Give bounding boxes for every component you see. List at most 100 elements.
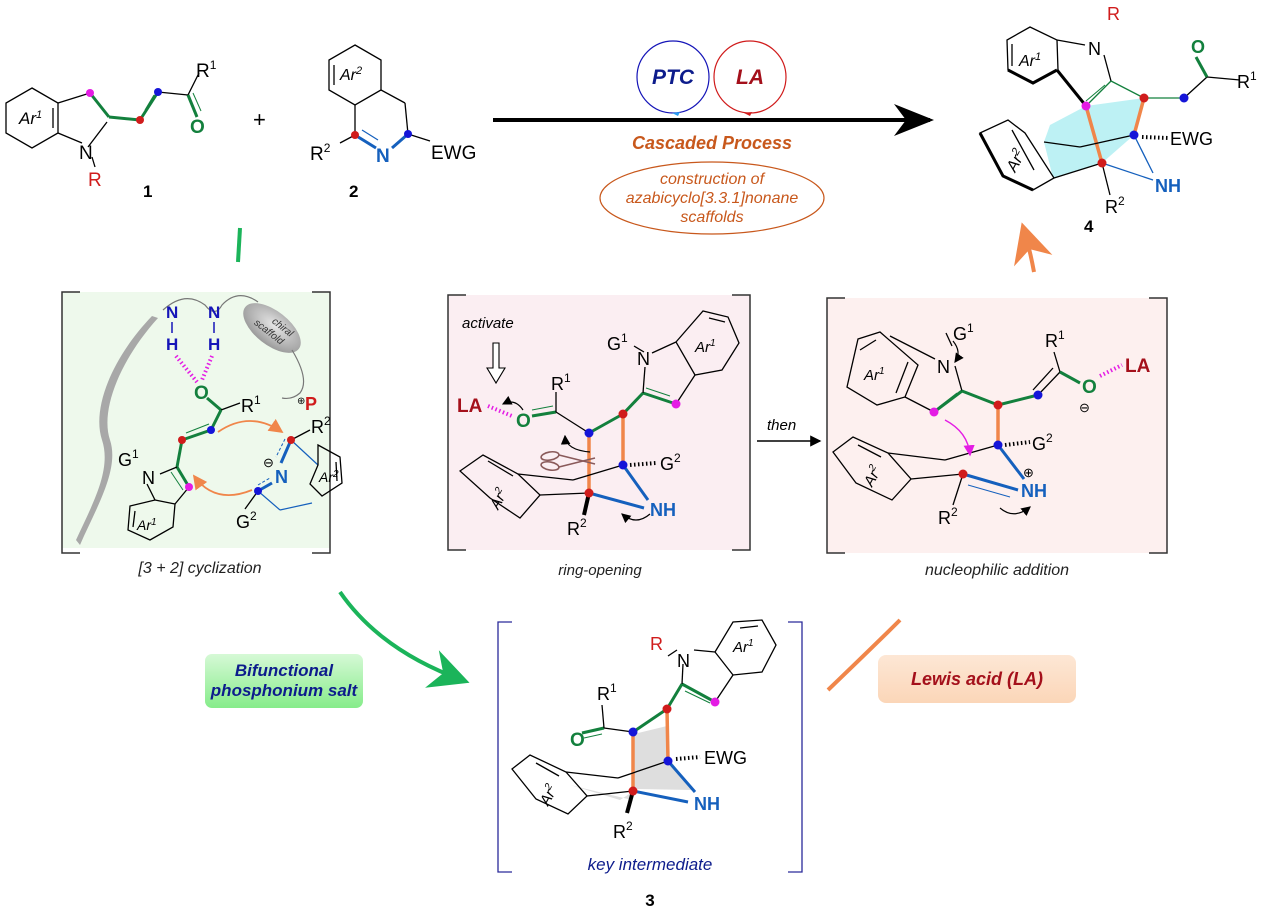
product-4-structure xyxy=(978,26,1241,196)
na-nh: NH xyxy=(1021,481,1047,501)
atom-marker-red xyxy=(178,436,186,444)
p4-r1: R1 xyxy=(1237,69,1257,92)
na-r1: R1 xyxy=(1045,328,1065,351)
na-cation-charge: ⊕ xyxy=(1023,465,1034,480)
p4-ar2-label: Ar2 xyxy=(1002,146,1030,175)
atom-marker-blue xyxy=(618,460,628,470)
ro-oxygen: O xyxy=(516,411,531,432)
curved-electron-arrow xyxy=(501,395,524,411)
atom-marker-blue xyxy=(993,440,1003,450)
compound-2-number: 2 xyxy=(349,182,358,201)
la-coordination-bond xyxy=(487,404,513,418)
cyc-imine-n: N xyxy=(275,467,288,487)
atom-marker-red xyxy=(287,436,295,444)
curved-electron-arrow xyxy=(560,434,591,453)
p4-n-substituent: R xyxy=(1107,4,1120,24)
na-indole-n: N xyxy=(937,357,950,377)
atom-marker-blue xyxy=(628,727,638,737)
ptc-label: PTC xyxy=(652,66,695,89)
cyc-r1: R1 xyxy=(241,393,261,416)
na-g2: G2 xyxy=(1032,431,1053,454)
p4-nh: NH xyxy=(1155,176,1181,196)
activate-label: activate xyxy=(462,315,514,332)
then-label: then xyxy=(767,417,796,434)
int-r2: R2 xyxy=(613,819,633,842)
phosphonium-charge: ⊕ xyxy=(297,396,305,407)
nucleophilic-caption: nucleophilic addition xyxy=(924,562,1070,579)
h-bond-1 xyxy=(174,354,199,384)
phosphonium-p: P xyxy=(305,394,317,414)
atom-marker-magenta xyxy=(86,89,94,97)
int-ar1-label: Ar1 xyxy=(732,638,754,656)
int-r1: R1 xyxy=(597,681,617,704)
arrow-cyclization-to-intermediate xyxy=(338,590,470,688)
chiral-scaffold-ellipse xyxy=(243,303,301,353)
cyc-g1: G1 xyxy=(118,447,139,470)
intermediate-3-number: 3 xyxy=(645,891,654,910)
c1-r1: R1 xyxy=(196,58,217,82)
la-label: LA xyxy=(736,66,764,89)
cyclization-brackets xyxy=(61,291,331,554)
ring-opening-structure xyxy=(458,310,740,519)
atom-marker-red xyxy=(662,704,672,714)
na-anion-charge: ⊖ xyxy=(1079,400,1090,415)
cyc-oxygen: O xyxy=(194,383,209,404)
p4-ewg: EWG xyxy=(1170,129,1213,149)
atom-marker-magenta xyxy=(185,483,193,491)
catalyst-linker xyxy=(162,295,259,313)
int-ewg: EWG xyxy=(704,748,747,768)
scaffold-note-line-2: azabicyclo[3.3.1]nonane xyxy=(626,190,799,207)
ring-opening-brackets xyxy=(447,294,751,551)
p4-nitrogen: N xyxy=(1088,39,1101,59)
ro-la: LA xyxy=(457,396,483,417)
atom-marker-red xyxy=(136,116,144,124)
ro-nh: NH xyxy=(650,500,676,520)
nh-nitrogen-2: N xyxy=(208,303,220,322)
cyc-anion-charge: ⊖ xyxy=(263,455,274,470)
curved-electron-arrow xyxy=(621,513,651,524)
product-4-number: 4 xyxy=(1084,217,1094,236)
na-ar1-label: Ar1 xyxy=(863,366,885,384)
cyc-g2: G2 xyxy=(236,509,257,532)
atom-marker-blue xyxy=(1033,390,1043,400)
atom-marker-magenta xyxy=(710,697,720,707)
int-n-substituent: R xyxy=(650,634,663,654)
atom-marker-red xyxy=(351,131,359,139)
ro-indole-n: N xyxy=(637,349,650,369)
c2-ar2-label: Ar2 xyxy=(339,65,362,84)
orange-curved-arrow-2 xyxy=(192,474,253,497)
nh-hydrogen-1: H xyxy=(166,335,178,354)
atom-marker-red xyxy=(584,488,594,498)
cyc-ar2-label: Ar2 xyxy=(318,469,339,485)
c1-oxygen: O xyxy=(190,117,205,138)
ro-ar1-label: Ar1 xyxy=(694,338,716,356)
na-g1: G1 xyxy=(953,321,974,344)
compound-2-structure xyxy=(328,44,431,150)
atom-marker-red xyxy=(618,409,628,419)
ro-r2: R2 xyxy=(567,516,587,539)
la-cycle-arrowhead xyxy=(744,112,752,116)
cyclization-structure xyxy=(127,396,343,541)
p4-ar1-label: Ar1 xyxy=(1018,51,1041,70)
compound-1-structure xyxy=(5,72,202,168)
atom-marker-red xyxy=(1139,93,1149,103)
ro-g1: G1 xyxy=(607,331,628,354)
p4-oxygen: O xyxy=(1191,37,1205,57)
atom-marker-red xyxy=(958,469,968,479)
int-oxygen: O xyxy=(570,730,585,751)
bif-line-1: Bifunctional xyxy=(234,661,334,681)
na-r2: R2 xyxy=(938,505,958,528)
c2-r2: R2 xyxy=(310,141,331,165)
intermediate-structure xyxy=(511,619,777,815)
atom-marker-blue xyxy=(154,88,162,96)
atom-marker-blue xyxy=(254,487,262,495)
key-intermediate-caption: key intermediate xyxy=(588,855,713,874)
atom-marker-red xyxy=(1097,158,1107,168)
cascaded-process-label: Cascaded Process xyxy=(632,133,792,153)
ro-g2: G2 xyxy=(660,451,681,474)
int-indole-n: N xyxy=(677,651,690,671)
atom-marker-magenta xyxy=(929,407,939,417)
atom-marker-blue xyxy=(1129,130,1139,140)
cyc-r2: R2 xyxy=(311,414,331,437)
